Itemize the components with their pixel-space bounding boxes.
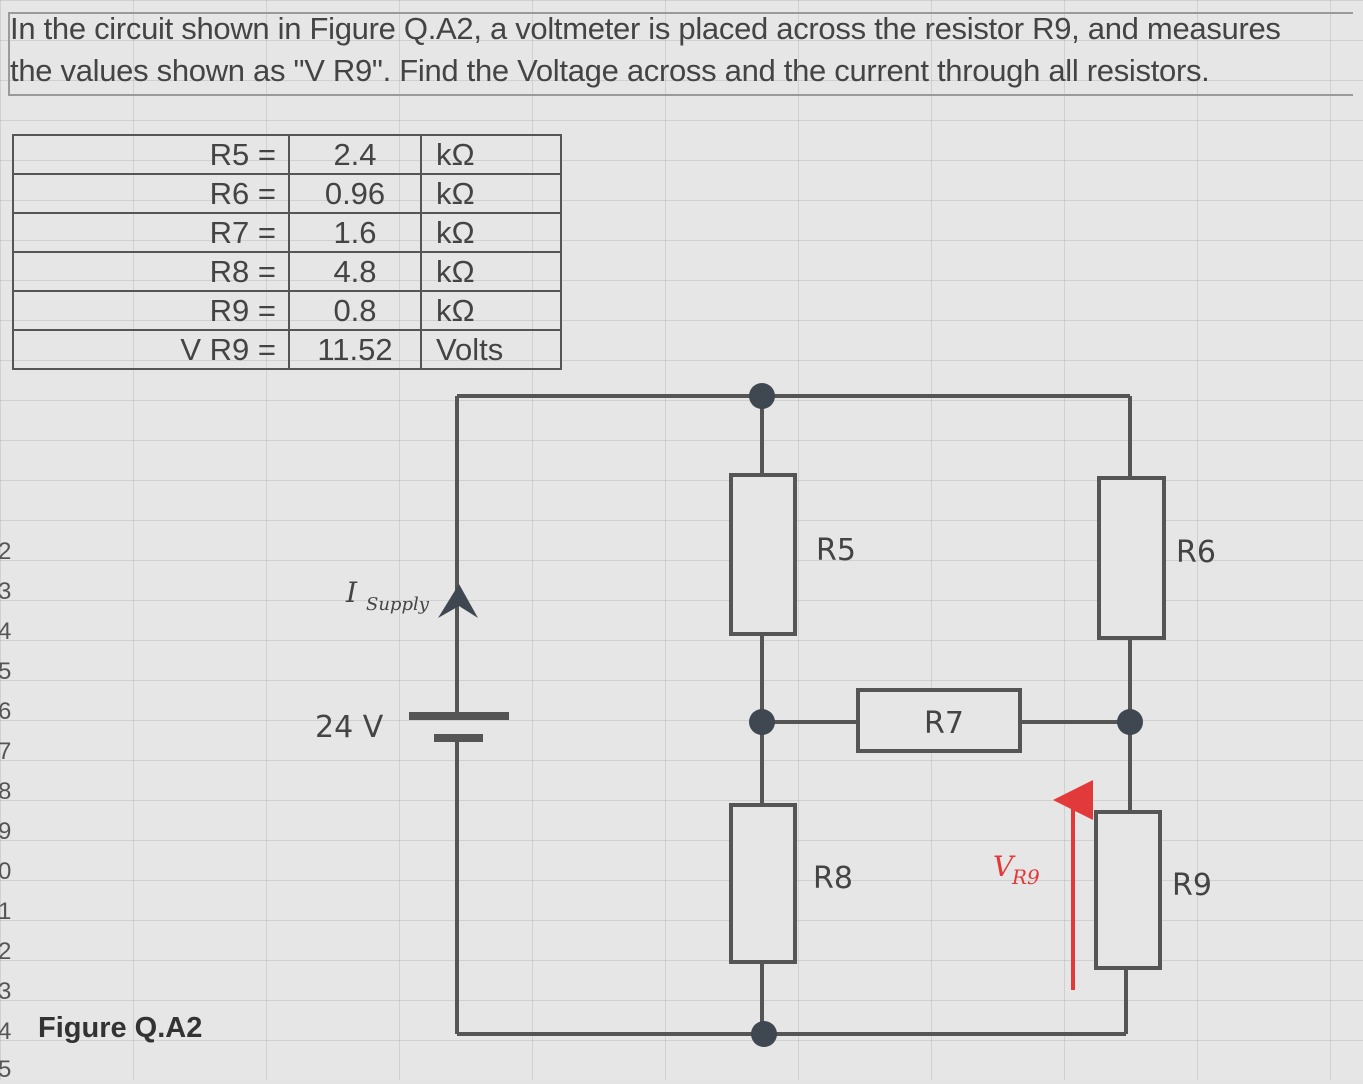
- param-value: 0.96: [288, 173, 422, 214]
- row-number: 6: [0, 698, 12, 725]
- question-line-2: the values shown as "V R9". Find the Vol…: [10, 53, 1210, 88]
- question-cell-border: [8, 12, 1353, 96]
- battery-symbol: [409, 712, 509, 742]
- resistor-r5: [729, 473, 797, 636]
- row-number: 1: [0, 898, 12, 925]
- label-vr9: V: [993, 850, 1016, 883]
- table-row: R8 = 4.8 kΩ: [12, 251, 562, 292]
- row-number: 9: [0, 818, 12, 845]
- label-r8: R8: [813, 861, 853, 896]
- table-row: R6 = 0.96 kΩ: [12, 173, 562, 214]
- param-unit: kΩ: [420, 251, 562, 292]
- row-number: 2: [0, 938, 12, 965]
- row-number: 5: [0, 658, 12, 685]
- param-name: R8 =: [12, 251, 290, 292]
- param-unit: Volts: [420, 329, 562, 370]
- supply-current-arrow-icon: [438, 584, 478, 618]
- row-number: 5: [0, 1056, 12, 1083]
- resistor-r9: [1094, 810, 1162, 970]
- label-supply-current: I: [345, 576, 358, 609]
- param-name: V R9 =: [12, 329, 290, 370]
- label-r5: R5: [816, 533, 856, 568]
- param-value: 11.52: [288, 329, 422, 370]
- param-name: R6 =: [12, 173, 290, 214]
- table-row: R5 = 2.4 kΩ: [12, 134, 562, 175]
- row-number: 3: [0, 578, 12, 605]
- table-row: R9 = 0.8 kΩ: [12, 290, 562, 331]
- resistor-r6: [1097, 476, 1166, 640]
- param-name: R9 =: [12, 290, 290, 331]
- row-number: 2: [0, 538, 12, 565]
- param-value: 2.4: [288, 134, 422, 175]
- circuit-nodes: [749, 383, 1143, 1047]
- label-source-voltage: 24 V: [315, 710, 384, 745]
- param-unit: kΩ: [420, 290, 562, 331]
- label-r7: R7: [924, 706, 964, 741]
- row-number: 7: [0, 738, 12, 765]
- label-r6: R6: [1176, 535, 1216, 570]
- parameter-table: R5 = 2.4 kΩ R6 = 0.96 kΩ R7 = 1.6 kΩ R8 …: [12, 134, 562, 370]
- param-name: R5 =: [12, 134, 290, 175]
- param-unit: kΩ: [420, 134, 562, 175]
- row-number: 4: [0, 618, 12, 645]
- param-value: 1.6: [288, 212, 422, 253]
- param-unit: kΩ: [420, 212, 562, 253]
- label-vr9-subscript: R9: [1011, 865, 1040, 889]
- figure-caption: Figure Q.A2: [38, 1012, 203, 1044]
- resistor-r7: [856, 688, 1022, 753]
- resistor-r8: [729, 803, 797, 964]
- table-row: V R9 = 11.52 Volts: [12, 329, 562, 370]
- param-value: 4.8: [288, 251, 422, 292]
- row-number: 8: [0, 778, 12, 805]
- table-row: R7 = 1.6 kΩ: [12, 212, 562, 253]
- node-top: [749, 383, 775, 409]
- label-supply-current-subscript: Supply: [366, 594, 430, 615]
- question-text: In the circuit shown in Figure Q.A2, a v…: [10, 8, 1350, 92]
- param-name: R7 =: [12, 212, 290, 253]
- row-number: 3: [0, 978, 12, 1005]
- node-middle-right: [1117, 709, 1143, 735]
- question-line-1: In the circuit shown in Figure Q.A2, a v…: [10, 11, 1281, 46]
- row-number: 0: [0, 858, 12, 885]
- param-unit: kΩ: [420, 173, 562, 214]
- node-middle-left: [749, 709, 775, 735]
- row-number-gutter: 2 3 4 5 6 7 8 9 0 1 2 3 4 5: [0, 380, 30, 1083]
- param-value: 0.8: [288, 290, 422, 331]
- label-r9: R9: [1172, 868, 1212, 903]
- node-bottom: [751, 1021, 777, 1047]
- row-number: 4: [0, 1018, 12, 1045]
